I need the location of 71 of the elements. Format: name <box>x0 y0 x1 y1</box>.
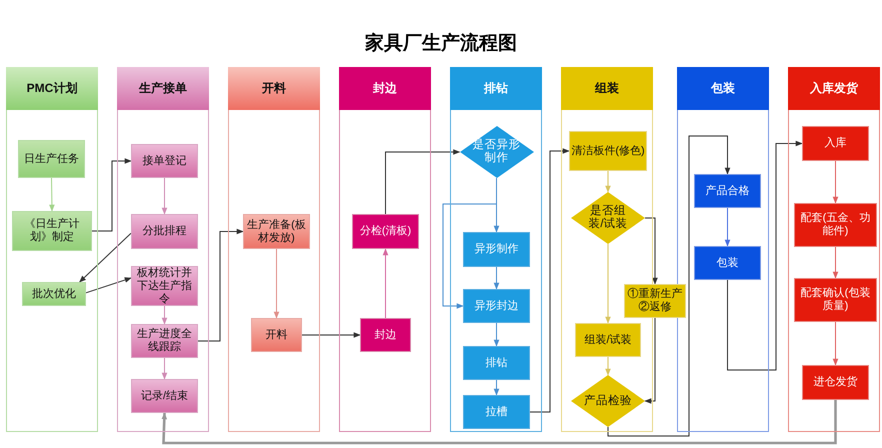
process-box: 封边 <box>360 318 411 352</box>
swimlane <box>228 67 320 432</box>
arrow <box>494 266 500 290</box>
process-box: 《日生产计划》制定 <box>12 211 92 251</box>
process-box: 记录/结束 <box>131 379 198 413</box>
arrow <box>162 306 168 325</box>
diagram-title: 家具厂生产流程图 <box>364 32 518 56</box>
process-box: 入库 <box>802 126 869 161</box>
arrow <box>382 248 388 318</box>
process-box: 接单登记 <box>131 144 198 178</box>
arrow <box>79 232 132 282</box>
arrow <box>302 332 361 338</box>
arrow <box>605 356 611 376</box>
lane-header: 入库发货 <box>788 67 880 110</box>
arrow <box>162 358 168 380</box>
process-box: 分批排程 <box>131 214 198 249</box>
lane-header: 封边 <box>339 67 431 110</box>
arrow <box>92 158 132 232</box>
lane-header: 开料 <box>228 67 320 110</box>
swimlane <box>117 67 209 432</box>
arrow <box>86 277 132 294</box>
process-box: 拉槽 <box>463 395 530 429</box>
lane-header: PMC计划 <box>6 67 98 110</box>
process-box: 板材统计并下达生产指令 <box>131 266 198 306</box>
process-box: 进仓发货 <box>802 365 869 400</box>
lane-header: 组装 <box>561 67 653 110</box>
arrow <box>530 148 570 412</box>
process-box: 日生产任务 <box>18 140 85 178</box>
process-box: 清洁板件(修色) <box>569 131 647 171</box>
arrow <box>605 170 611 193</box>
process-box: 包装 <box>694 246 761 280</box>
swimlane <box>6 67 98 432</box>
arrow <box>605 244 611 324</box>
process-box: 生产进度全线跟踪 <box>131 324 198 358</box>
process-box: 批次优化 <box>22 282 86 306</box>
arrow <box>274 248 280 319</box>
process-box: 开料 <box>251 318 302 352</box>
swimlane <box>788 67 880 432</box>
lane-header: 排钻 <box>450 67 542 110</box>
arrow <box>644 218 658 285</box>
process-box: 配套确认(包装质量) <box>794 278 877 322</box>
decision-diamond: 产品检验 <box>571 375 645 427</box>
process-box: ①重新生产 ②返修 <box>624 284 686 318</box>
arrow <box>832 160 838 204</box>
arrow <box>442 178 497 309</box>
swimlane <box>450 67 542 432</box>
arrow <box>198 228 244 342</box>
swimlane <box>339 67 431 432</box>
arrow <box>727 140 803 370</box>
decision-diamond: 是否组装/试装 <box>571 192 645 244</box>
lane-header: 生产接单 <box>117 67 209 110</box>
process-box: 产品合格 <box>694 174 761 208</box>
process-box: 生产准备(板材发放) <box>243 214 310 249</box>
process-box: 组装/试装 <box>575 323 641 357</box>
arrow <box>832 246 838 279</box>
arrow <box>832 322 838 366</box>
process-box: 异形制作 <box>463 232 530 267</box>
arrow <box>385 149 460 214</box>
process-box: 分检(清板) <box>352 214 419 249</box>
arrow <box>49 178 55 212</box>
process-box: 配套(五金、功能件) <box>794 203 877 247</box>
arrow <box>644 318 656 404</box>
arrow <box>724 208 730 247</box>
lane-header: 包装 <box>677 67 769 110</box>
arrow <box>162 178 168 215</box>
process-box: 排钻 <box>463 346 530 380</box>
process-box: 异形封边 <box>463 289 530 323</box>
arrow <box>162 400 837 444</box>
arrow <box>494 322 500 347</box>
arrow <box>494 380 500 396</box>
arrow <box>608 136 730 436</box>
